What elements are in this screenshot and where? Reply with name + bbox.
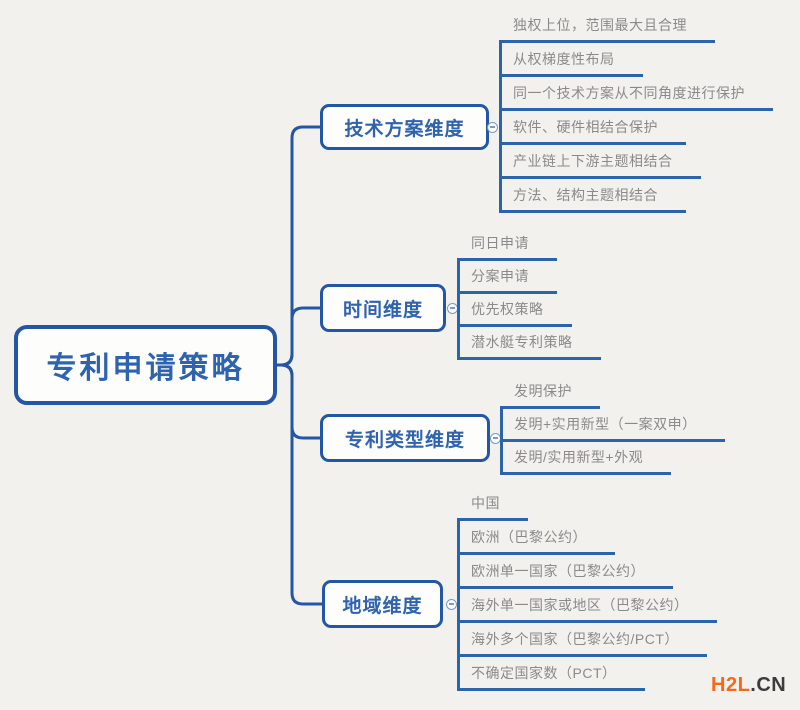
root-branch-connector <box>274 306 322 367</box>
leaf-node[interactable]: 同一个技术方案从不同角度进行保护 <box>499 82 773 111</box>
leaf-node[interactable]: 软件、硬件相结合保护 <box>499 116 686 145</box>
leaf-node[interactable]: 不确定国家数（PCT） <box>457 662 645 691</box>
collapse-toggle-icon[interactable] <box>489 432 501 444</box>
leaf-node[interactable]: 海外单一国家或地区（巴黎公约） <box>457 594 717 623</box>
watermark: H2L.CN <box>711 674 786 697</box>
leaf-node[interactable]: 同日申请 <box>457 232 557 261</box>
branch-spine <box>499 40 502 213</box>
watermark-prefix: H2L <box>711 674 751 696</box>
leaf-node[interactable]: 发明保护 <box>500 380 600 409</box>
collapse-toggle-icon[interactable] <box>486 121 498 133</box>
branch-node-4[interactable]: 地域维度 <box>322 580 443 628</box>
leaf-node[interactable]: 分案申请 <box>457 265 557 294</box>
leaf-node[interactable]: 欧洲单一国家（巴黎公约） <box>457 560 673 589</box>
minus-icon <box>448 603 454 605</box>
branch-spine <box>457 518 460 691</box>
branch-node-2[interactable]: 时间维度 <box>320 284 446 332</box>
leaf-node[interactable]: 发明/实用新型+外观 <box>500 446 672 475</box>
minus-icon <box>449 307 455 309</box>
leaf-node[interactable]: 欧洲（巴黎公约） <box>457 526 615 555</box>
leaf-node[interactable]: 独权上位，范围最大且合理 <box>499 14 715 43</box>
root-branch-connector <box>274 125 322 367</box>
leaf-node[interactable]: 潜水艇专利策略 <box>457 331 601 360</box>
branch-spine <box>457 258 460 360</box>
leaf-node[interactable]: 方法、结构主题相结合 <box>499 184 686 213</box>
branch-node-3[interactable]: 专利类型维度 <box>320 414 490 462</box>
minus-icon <box>492 437 498 439</box>
leaf-node[interactable]: 中国 <box>457 492 528 521</box>
leaf-node[interactable]: 发明+实用新型（一案双申） <box>500 413 725 442</box>
collapse-toggle-icon[interactable] <box>446 302 458 314</box>
leaf-node[interactable]: 从权梯度性布局 <box>499 48 643 77</box>
collapse-toggle-icon[interactable] <box>445 598 457 610</box>
leaf-node[interactable]: 海外多个国家（巴黎公约/PCT） <box>457 628 707 657</box>
root-branch-connector <box>274 363 324 606</box>
branch-node-1[interactable]: 技术方案维度 <box>320 104 489 150</box>
root-branch-connector <box>274 363 322 440</box>
minus-icon <box>489 126 495 128</box>
watermark-suffix: .CN <box>750 674 787 696</box>
leaf-node[interactable]: 产业链上下游主题相结合 <box>499 150 701 179</box>
root-node[interactable]: 专利申请策略 <box>14 325 277 405</box>
leaf-node[interactable]: 优先权策略 <box>457 298 572 327</box>
